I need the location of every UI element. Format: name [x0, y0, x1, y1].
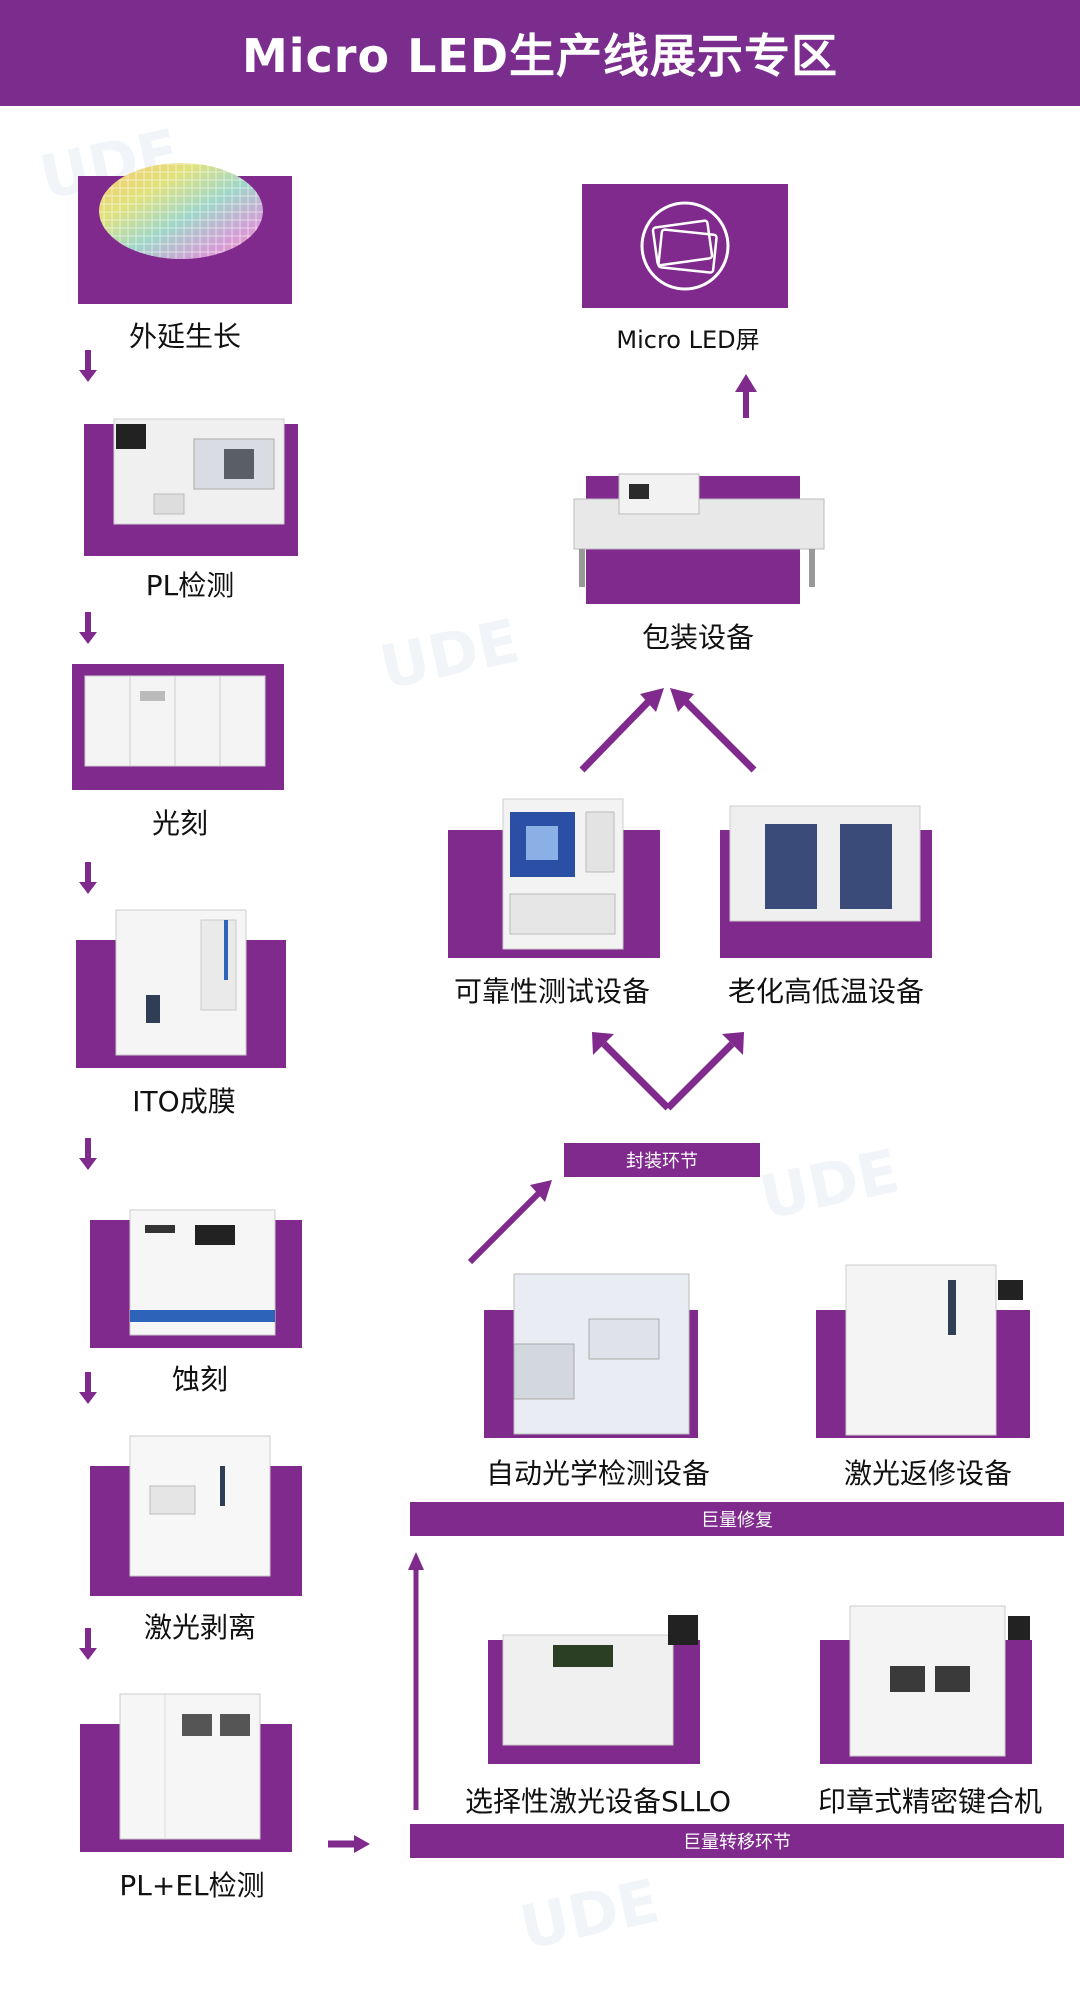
bar-packaging-stage: 封装环节: [564, 1143, 760, 1177]
packaging-machine: [573, 473, 825, 587]
laser-lift-off-machine: [129, 1435, 271, 1577]
arrow-up-to-screen: [735, 374, 757, 418]
label-aoi: 自动光学检测设备: [485, 1457, 711, 1490]
arrow-up-to-repair: [408, 1552, 424, 1810]
stamp-bonder-machine: [849, 1605, 1030, 1757]
label-laser-lift-off: 激光剥离: [143, 1611, 257, 1644]
pl-machine: [113, 418, 285, 525]
station-packaging: [573, 473, 825, 604]
arrow-to-packaging-stage: [467, 1180, 552, 1265]
station-aoi: [484, 1273, 698, 1438]
reliability-chamber: [502, 798, 624, 950]
station-stamp-bonder: [820, 1605, 1032, 1764]
label-ito-film: ITO成膜: [132, 1085, 236, 1118]
page-title: Micro LED生产线展示专区: [241, 29, 839, 83]
station-etching: [90, 1209, 302, 1348]
station-aging-chamber: [720, 805, 932, 958]
station-laser-repair: [816, 1264, 1030, 1438]
label-packaging: 包装设备: [641, 621, 755, 654]
header-banner: Micro LED生产线展示专区: [0, 0, 1080, 106]
station-micro-led-screen: [582, 184, 788, 308]
station-sllo: [488, 1615, 700, 1764]
label-sllo: 选择性激光设备SLLO: [464, 1785, 732, 1818]
label-aging-chamber: 老化高低温设备: [727, 975, 925, 1008]
bar-mass-repair: 巨量修复: [410, 1502, 1064, 1536]
lithography-machine: [84, 675, 266, 767]
pl-el-machine: [119, 1693, 261, 1840]
station-lithography: [72, 664, 284, 790]
arrow-right-to-transfer: [328, 1835, 370, 1853]
label-lithography: 光刻: [151, 807, 209, 840]
arrow-to-chambers: [592, 1032, 744, 1111]
label-micro-led-screen: Micro LED屏: [616, 326, 760, 354]
screen-frame-icon: [640, 201, 730, 291]
label-laser-repair: 激光返修设备: [843, 1457, 1013, 1490]
station-epitaxy: [78, 163, 292, 304]
station-laser-lift-off: [90, 1435, 302, 1596]
bar-mass-transfer: 巨量转移环节: [410, 1824, 1064, 1858]
label-etching: 蚀刻: [171, 1363, 229, 1396]
label-reliability-test: 可靠性测试设备: [453, 975, 651, 1008]
etching-machine: [129, 1209, 276, 1336]
ito-machine: [115, 909, 247, 1056]
station-pl-inspection: [84, 418, 298, 556]
label-pl-el-inspection: PL+EL检测: [119, 1869, 265, 1902]
aging-chamber: [729, 805, 921, 922]
label-stamp-bonder: 印章式精密键合机: [817, 1785, 1043, 1818]
station-ito-film: [76, 909, 286, 1068]
wafer-icon: [99, 163, 263, 259]
sllo-machine: [502, 1615, 698, 1746]
arrow-to-packaging: [579, 688, 757, 773]
station-pl-el-inspection: [80, 1693, 292, 1852]
label-pl-inspection: PL检测: [145, 569, 235, 602]
station-reliability-test: [448, 798, 660, 958]
label-epitaxy: 外延生长: [128, 320, 242, 353]
aoi-machine: [513, 1273, 690, 1435]
laser-repair-machine: [845, 1264, 1023, 1436]
